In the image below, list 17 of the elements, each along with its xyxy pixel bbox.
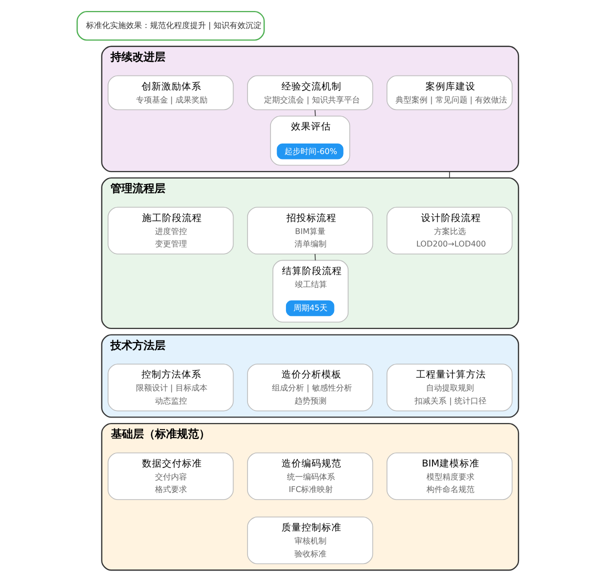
node-box: 案例库建设 典型案例 | 常见问题 | 有效做法 bbox=[386, 75, 512, 110]
node-box: 工程量计算方法 自动提取规则 扣减关系 | 统计口径 bbox=[386, 364, 512, 412]
node-box: 质量控制标准 审核机制 验收标准 bbox=[246, 516, 373, 564]
node-box: 招投标流程 BIM算量 清单编制 bbox=[246, 206, 373, 254]
connector bbox=[448, 171, 450, 178]
node-box: 控制方法体系 限额设计 | 目标成本 动态监控 bbox=[107, 364, 234, 412]
node-box: 造价分析模板 组成分析 | 敏感性分析 趋势预测 bbox=[246, 364, 373, 412]
node-box: 创新激励体系 专项基金 | 成果奖励 bbox=[107, 75, 234, 110]
node-box: 起步时间-60% bbox=[276, 143, 343, 160]
node-box: 设计阶段流程 方案比选 LOD200→LOD400 bbox=[386, 206, 512, 254]
node-box: 数据交付标准 交付内容 格式要求 bbox=[107, 452, 234, 500]
node-box: 标准化实施效果：规范化程度提升 | 知识有效沉淀 bbox=[76, 10, 264, 41]
node-box: BIM建模标准 模型精度要求 构件命名规范 bbox=[386, 452, 512, 500]
node-box: 周期45天 bbox=[285, 300, 334, 316]
node-box: 造价编码规范 统一编码体系 IFC标准映射 bbox=[246, 452, 373, 500]
node-box: 施工阶段流程 进度管控 变更管理 bbox=[107, 206, 234, 254]
node-box: 经验交流机制 定期交流会 | 知识共享平台 bbox=[246, 75, 373, 110]
